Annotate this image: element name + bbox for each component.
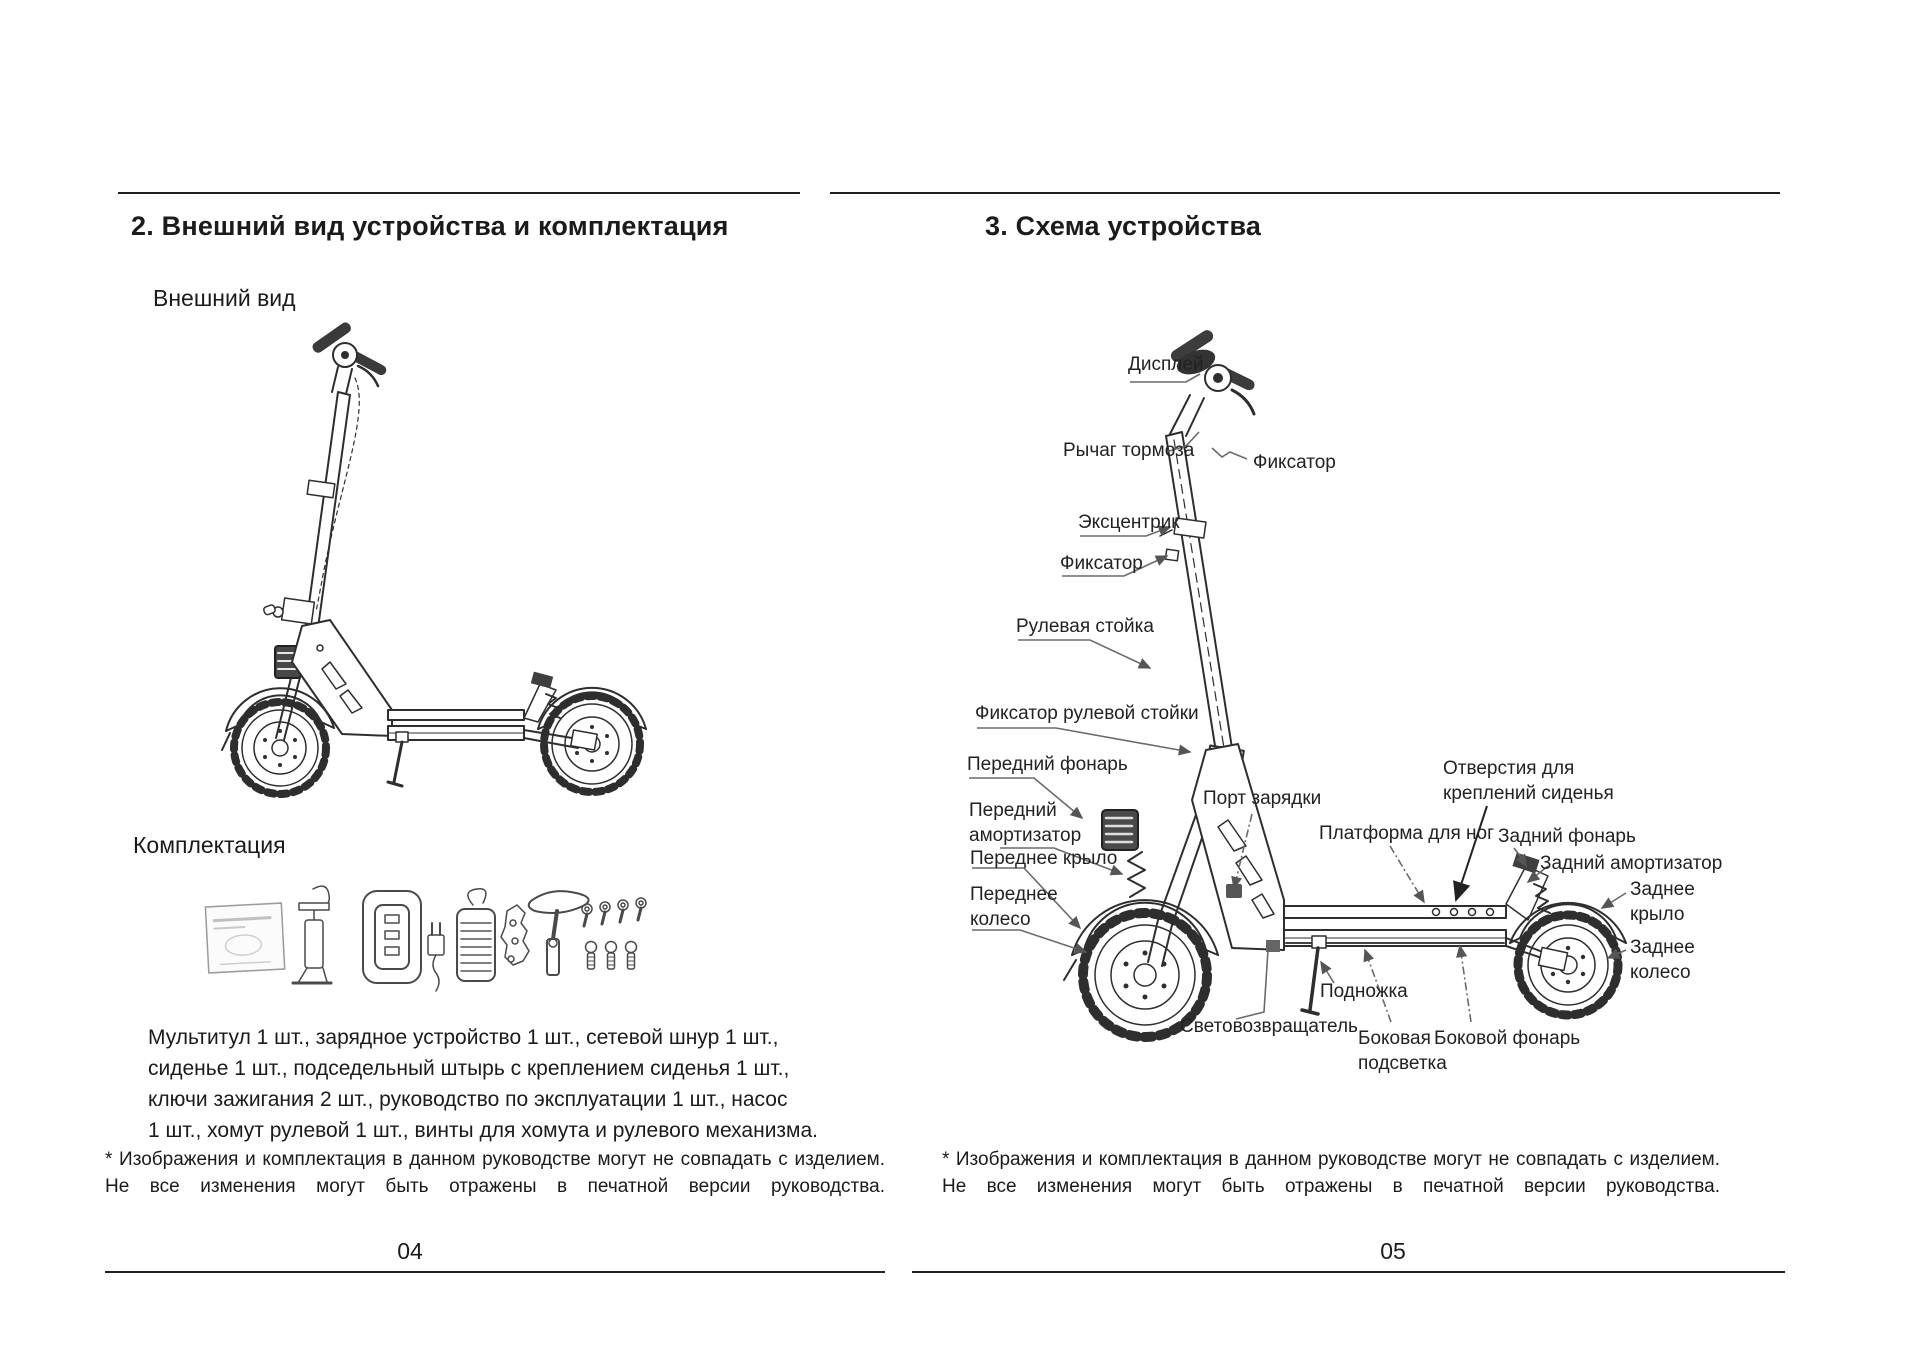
page-title-left: 2. Внешний вид устройства и комплектация bbox=[131, 211, 729, 241]
bottom-rule-left bbox=[105, 1271, 885, 1273]
package-contents-text: Мультитул 1 шт., зарядное устройство 1 ш… bbox=[148, 1022, 818, 1146]
contents-line: сиденье 1 шт., подседельный штырь с креп… bbox=[148, 1057, 790, 1080]
diagram-label-side-light: Боковой фонарь bbox=[1434, 1028, 1581, 1049]
diagram-label-front-light: Передний фонарь bbox=[967, 754, 1128, 775]
device-diagram-illustration bbox=[1063, 330, 1627, 1042]
diagram-label-foot-platform: Платформа для ног bbox=[1319, 823, 1494, 844]
diagram-label-display: Дисплей bbox=[1128, 354, 1204, 375]
diagram-label-latch-mid: Фиксатор bbox=[1060, 553, 1143, 574]
diagram-label-reflector: Световозвращатель bbox=[1180, 1016, 1358, 1037]
footnote-right: * Изображения и комплектация в данном ру… bbox=[942, 1149, 1720, 1197]
diagram-label-rear-wheel: Заднее колесо bbox=[1630, 937, 1695, 983]
bottom-rule-right bbox=[912, 1271, 1785, 1273]
pump bbox=[291, 885, 333, 985]
page-number-right: 05 bbox=[1380, 1238, 1406, 1264]
handlebar bbox=[312, 322, 387, 395]
seat-bracket bbox=[362, 890, 422, 984]
diagram-display bbox=[1176, 349, 1216, 375]
screws bbox=[581, 897, 647, 970]
contents-line: Мультитул 1 шт., зарядное устройство 1 ш… bbox=[148, 1026, 779, 1049]
diagram-label-front-fender: Переднее крыло bbox=[970, 848, 1118, 869]
multitool bbox=[500, 904, 530, 966]
top-rule-right bbox=[830, 192, 1780, 194]
diagram-label-charge-port: Порт зарядки bbox=[1203, 788, 1322, 809]
diagram-label-column-latch: Фиксатор рулевой стойки bbox=[975, 703, 1199, 724]
diagram-seat-holes bbox=[1431, 907, 1495, 917]
accessories-illustration bbox=[204, 885, 647, 992]
section-label-external-view: Внешний вид bbox=[153, 285, 296, 311]
kickstand bbox=[386, 731, 409, 788]
contents-line: 1 шт., хомут рулевой 1 шт., винты для хо… bbox=[148, 1119, 819, 1142]
page-title-right: 3. Схема устройства bbox=[985, 211, 1262, 241]
diagram-taillight bbox=[1512, 852, 1540, 874]
diagram-handlebar bbox=[1169, 330, 1256, 437]
manual-booklet bbox=[204, 902, 286, 974]
diagram-label-steering-column: Рулевая стойка bbox=[1016, 616, 1154, 637]
diagram-label-front-shock: Передний амортизатор bbox=[969, 800, 1082, 846]
diagram-label-latch-top: Фиксатор bbox=[1253, 452, 1336, 473]
diagram-label-front-wheel: Переднее колесо bbox=[970, 884, 1058, 930]
diagram-label-rear-shock: Задний амортизатор bbox=[1540, 853, 1723, 874]
charger bbox=[456, 888, 496, 982]
footnote-left: * Изображения и комплектация в данном ру… bbox=[105, 1149, 885, 1197]
diagram-rear-wheel bbox=[1513, 910, 1623, 1020]
deck bbox=[387, 709, 525, 741]
scooter-illustration bbox=[221, 322, 647, 798]
diagram-label-side-lighting: Боковая подсветка bbox=[1358, 1028, 1447, 1074]
front-wheel bbox=[230, 698, 330, 798]
diagram-reflector bbox=[1266, 940, 1280, 952]
diagram-label-seat-mount-holes: Отверстия для креплений сиденья bbox=[1443, 758, 1614, 804]
diagram-label-kickstand: Подножка bbox=[1320, 981, 1408, 1002]
diagram-label-rear-fender: Заднее крыло bbox=[1630, 879, 1695, 925]
power-cord bbox=[427, 922, 445, 992]
top-rule-left bbox=[118, 192, 800, 194]
page-number-left: 04 bbox=[397, 1238, 423, 1264]
seat bbox=[527, 890, 590, 976]
diagram-label-rear-light: Задний фонарь bbox=[1498, 826, 1636, 847]
contents-line: ключи зажигания 2 шт., руководство по эк… bbox=[148, 1088, 788, 1111]
diagram-charge-port bbox=[1226, 884, 1242, 898]
diagram-label-eccentric: Эксцентрик bbox=[1078, 512, 1180, 533]
diagram-label-brake-lever: Рычаг тормоза bbox=[1063, 440, 1195, 461]
diagram-kickstand bbox=[1300, 935, 1327, 1016]
diagram-headlight bbox=[1101, 809, 1139, 851]
section-label-package: Комплектация bbox=[133, 832, 286, 858]
